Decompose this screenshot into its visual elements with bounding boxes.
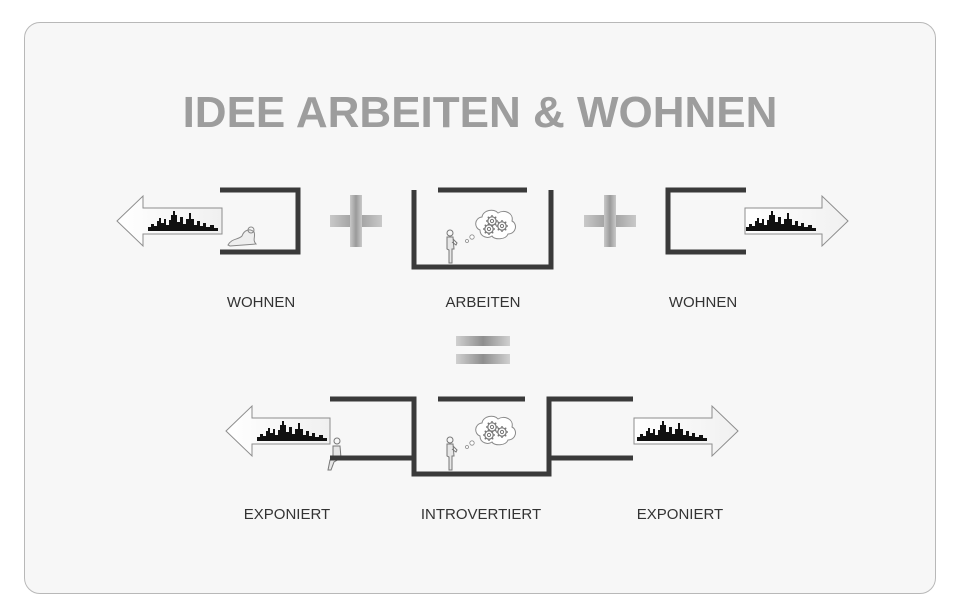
label-introvertiert: INTROVERTIERT: [420, 506, 542, 523]
wohnen-room-right: [665, 187, 746, 255]
label-wohnen-right: WOHNEN: [668, 294, 738, 311]
wohnen-room-left: [220, 187, 301, 255]
person-icon: [446, 436, 458, 471]
combined-building: [330, 396, 633, 477]
thought-bubble-icon: [466, 210, 516, 242]
label-exponiert-right: EXPONIERT: [636, 506, 724, 523]
person-icon: [446, 229, 458, 264]
equals-icon: [456, 336, 510, 364]
label-wohnen-left: WOHNEN: [226, 294, 296, 311]
plus-icon: [330, 195, 382, 247]
reclining-person-icon: [227, 226, 258, 247]
label-exponiert-left: EXPONIERT: [243, 506, 331, 523]
plus-icon: [584, 195, 636, 247]
label-arbeiten: ARBEITEN: [445, 294, 521, 311]
diagram-card: [24, 22, 936, 594]
thought-bubble-icon: [466, 416, 516, 448]
page-title: IDEE ARBEITEN & WOHNEN: [182, 88, 778, 137]
arbeiten-room: [411, 187, 554, 270]
